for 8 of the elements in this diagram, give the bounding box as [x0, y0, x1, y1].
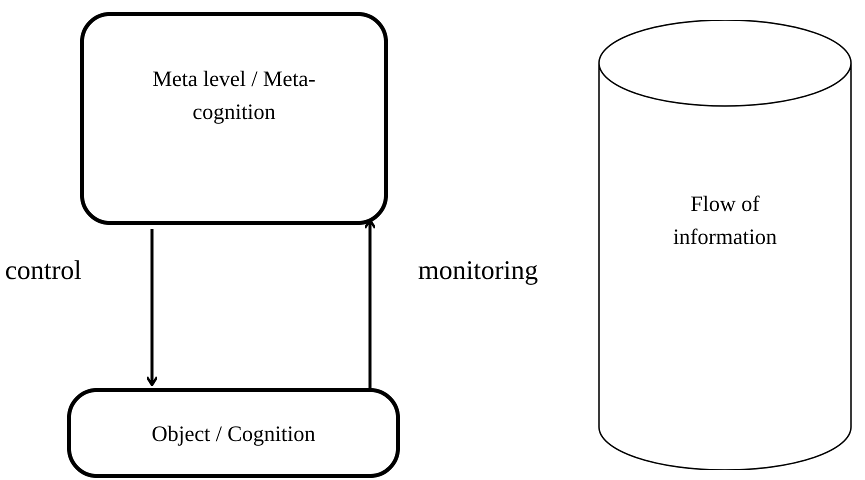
arrow — [146, 229, 158, 386]
box-label: Object / Cognition — [150, 420, 316, 448]
edge-label: control — [5, 254, 82, 286]
box-label: Meta level / Meta-cognition — [151, 65, 317, 126]
cylinder-label: Flow of information — [672, 190, 778, 251]
edge-label: monitoring — [418, 254, 538, 286]
rounded-box — [67, 388, 400, 478]
rounded-box — [80, 12, 388, 225]
